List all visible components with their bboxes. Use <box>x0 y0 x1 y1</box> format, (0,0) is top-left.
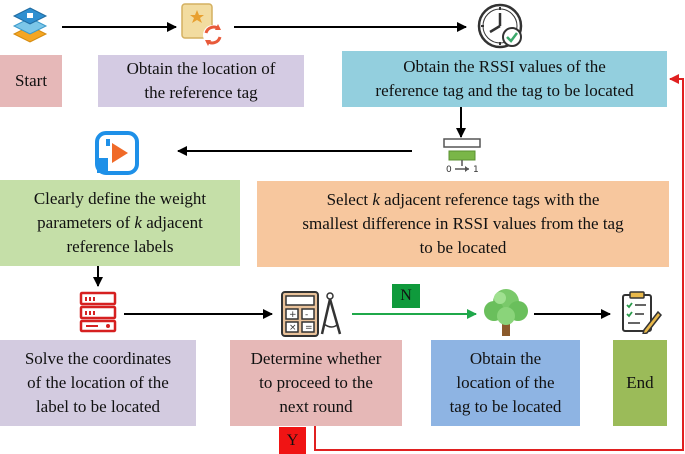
determine-line-3: next round <box>279 397 353 416</box>
weight-line-2: parameters of k adjacent <box>34 211 206 235</box>
server-icon <box>79 291 117 333</box>
determine-line-2: to proceed to the <box>259 373 373 392</box>
rssi-line-1: Obtain the RSSI values of the <box>403 57 606 76</box>
solve-coordinates-node: Solve the coordinates of the location of… <box>0 340 196 426</box>
svg-text:1: 1 <box>473 165 479 174</box>
obtain-tag-line-1: Obtain the <box>469 349 542 368</box>
svg-text:+: + <box>289 310 297 320</box>
weight-line-2-pre: parameters of <box>37 213 135 232</box>
select-line-2: smallest difference in RSSI values from … <box>302 214 624 233</box>
start-label: Start <box>14 71 48 90</box>
sort-icon: 0 1 <box>443 138 481 174</box>
tree-icon <box>484 289 528 336</box>
solve-line-2: of the location of the <box>27 373 169 392</box>
obtain-rssi-node: Obtain the RSSI values of the reference … <box>342 51 667 107</box>
select-line-3: to be located <box>419 238 507 257</box>
select-line-1: Select k adjacent reference tags with th… <box>302 188 623 212</box>
obtain-tag-line-3: tag to be located <box>449 397 562 416</box>
define-weight-node: Clearly define the weight parameters of … <box>0 180 240 266</box>
end-node: End <box>613 340 667 426</box>
svg-text:0: 0 <box>446 165 452 174</box>
solve-line-3: label to be located <box>35 397 161 416</box>
weight-line-3: reference labels <box>66 237 174 256</box>
svg-text:-: - <box>305 310 308 320</box>
end-label: End <box>626 373 654 392</box>
calculator-compass-icon: + - × = <box>281 291 342 337</box>
play-icon <box>95 131 139 175</box>
weight-line-1: Clearly define the weight <box>33 189 207 208</box>
weight-k-var: k <box>134 213 142 232</box>
obtain-tag-location-node: Obtain the location of the tag to be loc… <box>431 340 580 426</box>
svg-text:=: = <box>305 323 313 333</box>
yes-branch-label: Y <box>279 427 306 454</box>
svg-text:×: × <box>289 323 297 333</box>
obtain-reference-location-node: Obtain the location of the reference tag <box>98 55 304 107</box>
obtain-tag-line-2: location of the <box>456 373 555 392</box>
layers-icon <box>12 7 48 43</box>
location-card-icon <box>181 3 223 46</box>
arrow-yes-loop <box>314 74 684 451</box>
obtain-ref-line-2: the reference tag <box>144 83 258 102</box>
start-node: Start <box>0 55 62 107</box>
select-k-var: k <box>372 190 380 209</box>
select-line-1-post: adjacent reference tags with the <box>379 190 600 209</box>
select-k-tags-node: Select k adjacent reference tags with th… <box>257 181 669 267</box>
solve-line-1: Solve the coordinates <box>24 349 172 368</box>
clipboard-edit-icon <box>622 291 662 334</box>
determine-line-1: Determine whether <box>250 349 382 368</box>
rssi-line-2: reference tag and the tag to be located <box>375 81 634 100</box>
select-line-1-pre: Select <box>326 190 373 209</box>
clock-check-icon <box>477 3 523 49</box>
no-branch-label: N <box>392 284 420 308</box>
weight-line-2-post: adjacent <box>141 213 203 232</box>
obtain-ref-line-1: Obtain the location of <box>126 59 276 78</box>
determine-decision-node: Determine whether to proceed to the next… <box>230 340 402 426</box>
